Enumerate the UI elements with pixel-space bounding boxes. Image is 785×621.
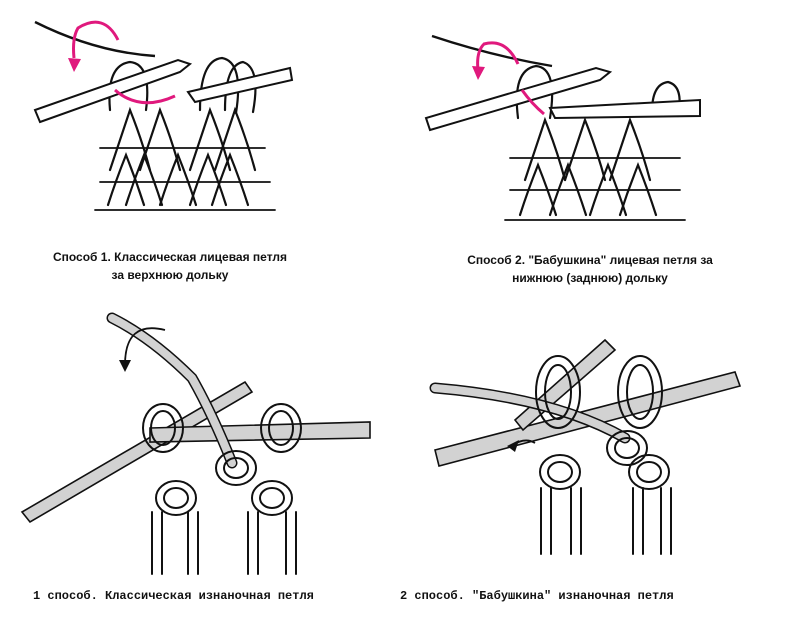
caption-knit-classic-line1: Способ 1. Классическая лицевая петля xyxy=(52,250,288,264)
panel-knit-grandma: Способ 2. "Бабушкина" лицевая петля за н… xyxy=(400,0,785,300)
purl-classic-illustration xyxy=(20,312,371,575)
knit-classic-illustration xyxy=(33,20,294,211)
panel-purl-classic: 1 способ. Классическая изнаночная петля xyxy=(0,300,390,621)
knit-grandma-illustration xyxy=(424,34,701,221)
caption-purl-classic: 1 способ. Классическая изнаночная петля xyxy=(33,589,314,603)
caption-knit-classic-line2: за верхнюю дольку xyxy=(111,268,229,282)
panel-purl-grandma: 2 способ. "Бабушкина" изнаночная петля xyxy=(395,300,785,621)
purl-grandma-illustration xyxy=(429,338,742,555)
caption-purl-grandma: 2 способ. "Бабушкина" изнаночная петля xyxy=(400,589,674,603)
caption-knit-grandma-line2: нижнюю (заднюю) дольку xyxy=(512,271,668,285)
panel-knit-classic: Способ 1. Классическая лицевая петля за … xyxy=(0,0,390,300)
caption-knit-grandma-line1: Способ 2. "Бабушкина" лицевая петля за xyxy=(467,253,713,267)
